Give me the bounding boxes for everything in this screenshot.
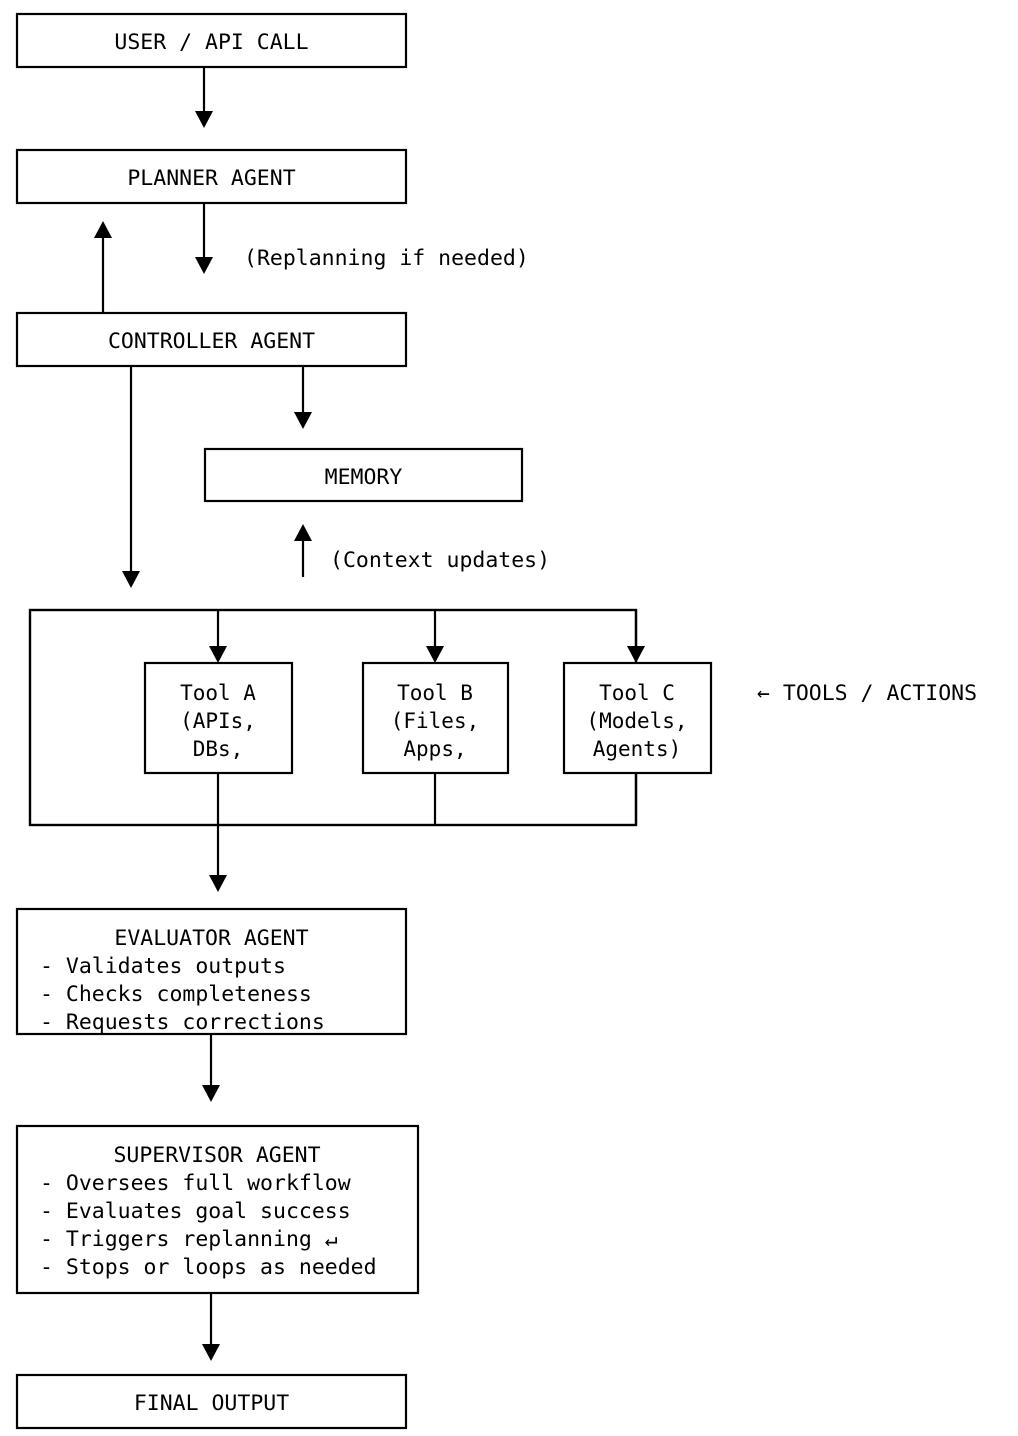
- edge-evaluator-to-supervisor-arrowhead: [202, 1085, 220, 1102]
- node-tool-c-line2: (Models,: [586, 709, 687, 733]
- node-memory-box: [203, 447, 524, 503]
- edge-supervisor-to-final-output-arrowhead: [202, 1344, 220, 1361]
- edge-planner-to-controller-arrowhead: [195, 257, 213, 274]
- node-memory-label: MEMORY: [325, 465, 403, 490]
- node-tool-a-line2: (APIs,: [180, 709, 256, 733]
- node-supervisor-agent-bullet-0: - Oversees full workflow: [40, 1171, 351, 1196]
- edge-tools-branch-b-arrowhead: [426, 646, 444, 663]
- node-evaluator-agent-bullet-2: - Requests corrections: [40, 1010, 325, 1035]
- node-tool-a[interactable]: Tool A (APIs, DBs,: [143, 661, 294, 775]
- node-controller-agent-label: CONTROLLER AGENT: [108, 329, 315, 354]
- node-evaluator-agent-bullet-0: - Validates outputs: [40, 954, 286, 979]
- edge-tools-to-evaluator: [209, 825, 227, 892]
- node-tool-b-line1: Tool B: [397, 681, 473, 705]
- edge-controller-to-tools: [122, 366, 140, 588]
- node-evaluator-agent-box: [15, 907, 408, 1036]
- edge-label-context-updates: (Context updates): [330, 548, 550, 573]
- edge-tools-branch-a: [209, 610, 227, 663]
- node-supervisor-agent-title: SUPERVISOR AGENT: [113, 1143, 320, 1168]
- node-supervisor-agent-bullet-1: - Evaluates goal success: [40, 1199, 351, 1224]
- node-evaluator-agent-title: EVALUATOR AGENT: [114, 926, 308, 951]
- node-tool-c-box: [562, 661, 713, 775]
- node-supervisor-agent[interactable]: SUPERVISOR AGENT - Oversees full workflo…: [15, 1124, 420, 1295]
- edge-evaluator-to-supervisor: [202, 1034, 220, 1102]
- node-controller-agent[interactable]: CONTROLLER AGENT: [15, 311, 408, 368]
- edge-tools-branch-a-arrowhead: [209, 646, 227, 663]
- node-supervisor-agent-bullet-3: - Stops or loops as needed: [40, 1255, 377, 1280]
- edge-controller-to-memory: [294, 366, 312, 429]
- node-tool-b-box: [361, 661, 510, 775]
- node-final-output-label: FINAL OUTPUT: [134, 1391, 289, 1416]
- node-user-api-call[interactable]: USER / API CALL: [15, 12, 408, 69]
- node-tool-b[interactable]: Tool B (Files, Apps,: [361, 661, 510, 775]
- edge-tools-branch-c: [627, 610, 645, 663]
- node-final-output-box: [15, 1373, 408, 1430]
- edge-context-updates-arrowhead: [294, 524, 312, 541]
- edge-controller-to-memory-arrowhead: [294, 412, 312, 429]
- node-supervisor-agent-box: [15, 1124, 420, 1295]
- edge-tools-branch-b: [426, 610, 444, 663]
- node-controller-agent-box: [15, 311, 408, 368]
- node-tool-c[interactable]: Tool C (Models, Agents): [562, 661, 713, 775]
- node-tool-a-line3: DBs,: [193, 737, 244, 761]
- edge-user-to-planner-arrowhead: [195, 111, 213, 128]
- node-planner-agent-label: PLANNER AGENT: [127, 166, 295, 191]
- node-final-output[interactable]: FINAL OUTPUT: [15, 1373, 408, 1430]
- edge-supervisor-to-final-output: [202, 1293, 220, 1361]
- edge-planner-to-controller: [195, 203, 213, 274]
- edge-tools-to-evaluator-arrowhead: [209, 875, 227, 892]
- node-tool-c-line1: Tool C: [599, 681, 675, 705]
- label-tools-actions: ← TOOLS / ACTIONS: [757, 681, 977, 706]
- node-tool-b-line3: Apps,: [403, 737, 466, 761]
- node-planner-agent-box: [15, 148, 408, 205]
- node-tool-c-line3: Agents): [593, 737, 682, 761]
- tools-group-container: [28, 608, 638, 827]
- edge-controller-to-planner-arrowhead: [94, 221, 112, 238]
- edge-tools-branch-c-arrowhead: [627, 646, 645, 663]
- node-user-api-call-box: [15, 12, 408, 69]
- edge-user-to-planner: [195, 67, 213, 128]
- edge-controller-to-tools-arrowhead: [122, 571, 140, 588]
- node-user-api-call-label: USER / API CALL: [114, 30, 308, 55]
- node-evaluator-agent[interactable]: EVALUATOR AGENT - Validates outputs - Ch…: [15, 907, 408, 1036]
- node-evaluator-agent-bullet-1: - Checks completeness: [40, 982, 312, 1007]
- edge-label-replanning: (Replanning if needed): [244, 246, 529, 271]
- node-tool-b-line2: (Files,: [391, 709, 480, 733]
- edge-controller-to-planner-feedback: [94, 221, 112, 313]
- node-planner-agent[interactable]: PLANNER AGENT: [15, 148, 408, 205]
- node-supervisor-agent-bullet-2: - Triggers replanning ↵: [40, 1227, 338, 1252]
- node-memory[interactable]: MEMORY: [203, 447, 524, 503]
- edge-context-updates: [294, 524, 312, 577]
- node-tool-a-line1: Tool A: [180, 681, 256, 705]
